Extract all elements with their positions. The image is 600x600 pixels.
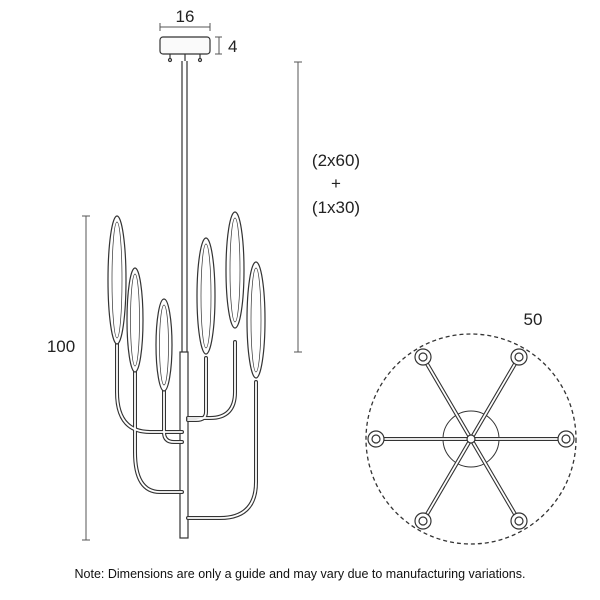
shade-tips-top-view [367,348,575,530]
shade-6 [246,261,266,379]
drop-length-line3: (1x30) [312,198,360,217]
shade-5 [225,211,245,329]
shade-3 [155,298,173,392]
shade-4 [196,237,216,355]
disclaimer-note: Note: Dimensions are only a guide and ma… [74,567,526,581]
canopy-height-dimension [215,36,222,55]
fixture-height-label: 100 [47,337,75,356]
canopy-width-label: 16 [176,7,195,26]
drop-length-plus: + [331,174,341,193]
canopy-width-dimension [159,23,211,31]
shade-2 [126,267,144,373]
diameter-label: 50 [524,310,543,329]
shade-1 [107,215,127,345]
canopy [159,36,211,63]
canopy-height-label: 4 [228,37,237,56]
fixture-arms-inner [116,341,257,519]
drop-length-line1: (2x60) [312,151,360,170]
top-view [365,333,577,545]
diameter-circle [365,333,577,545]
central-column [179,351,189,539]
glass-shades [107,211,266,392]
